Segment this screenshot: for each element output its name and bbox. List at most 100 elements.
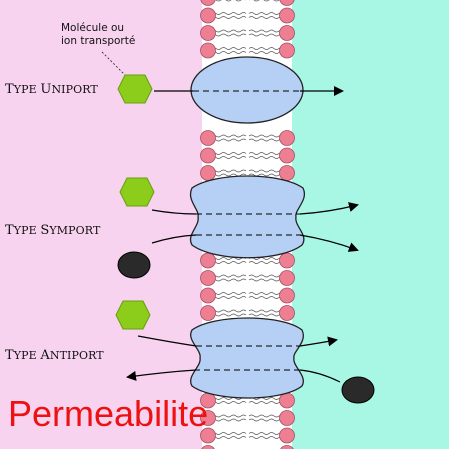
lipid-tail — [210, 138, 247, 142]
symport-molecule-green — [119, 177, 155, 207]
extracellular-region — [0, 0, 202, 449]
phospholipid-head-icon — [200, 305, 216, 321]
lipid-tail — [248, 169, 285, 173]
phospholipid-head-icon — [200, 410, 216, 426]
lipid-tail — [210, 261, 247, 264]
phospholipid-head-icon — [200, 147, 216, 164]
lipid-tail — [248, 173, 285, 177]
transport-arrows — [101, 51, 359, 383]
antiport-flow-out-arrow — [126, 369, 197, 381]
phospholipid-head-icon — [200, 165, 216, 181]
lipid-tail — [210, 257, 247, 260]
lipid-tail — [210, 173, 247, 177]
phospholipid-head-icon — [279, 410, 295, 426]
phospholipid-head-icon — [200, 252, 216, 269]
antiport-label: TYPE ANTIPORT — [5, 348, 104, 363]
antiport-flow-in — [137, 335, 197, 347]
lipid-tail — [248, 296, 285, 299]
lipid-tail — [248, 436, 285, 439]
lipid-tail — [248, 401, 285, 404]
antiport-flow-in-arrow — [299, 336, 338, 347]
lipid-tail — [210, 414, 247, 418]
phospholipid-head-icon — [279, 147, 295, 164]
transported-molecules — [115, 74, 375, 404]
phospholipid-head-icon — [279, 25, 295, 41]
lipid-tail — [211, 0, 246, 2]
lipid-tail — [248, 134, 285, 138]
phospholipid-head-icon — [200, 270, 216, 286]
phospholipid-head-icon — [200, 130, 216, 146]
lipid-tail — [248, 292, 285, 295]
molecule-label-line2: ion transporté — [61, 35, 136, 47]
phospholipid-head-icon — [279, 305, 295, 321]
phospholipid-head-icon — [200, 7, 216, 24]
lipid-tail — [210, 12, 247, 15]
phospholipid-head-icon — [279, 252, 295, 269]
lipid-tail — [249, 0, 284, 2]
lipid-tail — [210, 397, 247, 400]
phospholipid-head-icon — [201, 445, 215, 449]
phospholipid-head-icon — [279, 42, 295, 59]
lipid-tail — [210, 418, 247, 422]
lipid-tail — [210, 436, 247, 439]
phospholipid-head-icon — [200, 287, 216, 304]
lipid-tail — [210, 169, 247, 173]
lipid-tail — [248, 47, 285, 50]
symport-flow-2-in — [151, 234, 197, 244]
lipid-tail — [248, 29, 285, 33]
lipid-tail — [248, 33, 285, 37]
lipid-tail — [210, 274, 247, 278]
symport-flow-2-arrow — [299, 234, 359, 252]
lipid-tail — [210, 313, 247, 317]
lipid-tail — [210, 134, 247, 138]
lipid-tail — [210, 432, 247, 435]
page-title: Permeabilite — [8, 393, 209, 434]
phospholipid-head-icon — [279, 287, 295, 304]
phospholipid-head-icon — [280, 445, 294, 449]
lipid-tail — [248, 51, 285, 54]
lipid-tail — [248, 432, 285, 435]
lipid-tail — [248, 16, 285, 19]
phospholipid-bilayer — [200, 0, 295, 449]
lipid-tail — [248, 397, 285, 400]
lipid-tail — [248, 274, 285, 278]
symport-protein — [189, 175, 305, 259]
phospholipid-head-icon — [279, 427, 295, 444]
phospholipid-head-icon — [200, 42, 216, 59]
uniport-molecule — [117, 74, 153, 104]
lipid-tail — [210, 292, 247, 295]
lipid-tail — [248, 138, 285, 142]
lipid-tail — [210, 51, 247, 54]
phospholipid-head-icon — [279, 270, 295, 286]
lipid-tail — [248, 12, 285, 15]
lipid-tail — [210, 33, 247, 37]
lipid-tail — [210, 47, 247, 50]
lipid-tail — [248, 156, 285, 159]
phospholipid-head-icon — [279, 165, 295, 181]
symport-flow-1-arrow — [299, 202, 359, 215]
phospholipid-head-icon — [200, 427, 216, 444]
phospholipid-head-icon — [279, 7, 295, 24]
lipid-tail — [210, 156, 247, 159]
uniport-protein — [190, 56, 304, 124]
phospholipid-head-icon — [200, 25, 216, 41]
antiport-molecule-green — [115, 300, 151, 330]
symport-flow-1-in — [151, 209, 197, 215]
antiport-flow-out — [299, 369, 341, 383]
symport-label: TYPE SYMPORT — [5, 223, 101, 238]
lipid-tail — [248, 261, 285, 264]
lipid-tail — [210, 16, 247, 19]
lipid-tail — [210, 401, 247, 404]
molecule-label: Molécule ou ion transporté — [61, 22, 135, 48]
phospholipid-head-icon — [200, 0, 216, 6]
lipid-tail — [248, 152, 285, 155]
lipid-tail — [248, 257, 285, 260]
lipid-tail — [248, 309, 285, 313]
lipid-tail — [210, 296, 247, 299]
lipid-tail — [248, 278, 285, 282]
lipid-tail — [210, 29, 247, 33]
molecule-label-line1: Molécule ou — [61, 22, 125, 34]
lipid-tail — [210, 309, 247, 313]
